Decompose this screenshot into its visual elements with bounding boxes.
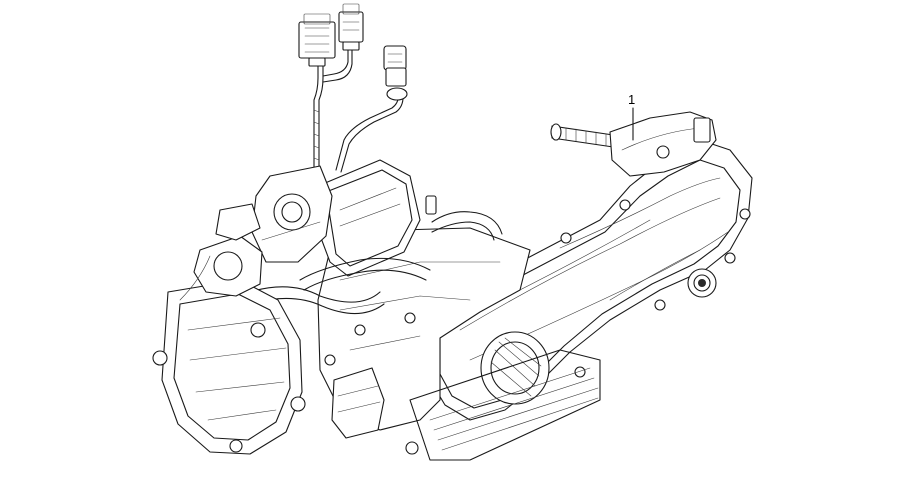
starter-motor — [331, 367, 385, 439]
coolant-hose — [425, 195, 503, 241]
final-drive-housing — [609, 111, 717, 177]
callout-1: 1 — [628, 92, 635, 141]
left-ducting — [179, 203, 263, 301]
rear-axle-hub — [687, 268, 717, 298]
callout-label: 1 — [628, 92, 635, 107]
sensor-connector — [383, 45, 408, 101]
cylinder-head — [152, 279, 306, 455]
cvt-air-intake — [480, 331, 550, 405]
throttle-body — [251, 165, 333, 263]
connector-right — [338, 3, 364, 51]
airbox — [317, 159, 421, 277]
connector-left — [298, 13, 336, 67]
